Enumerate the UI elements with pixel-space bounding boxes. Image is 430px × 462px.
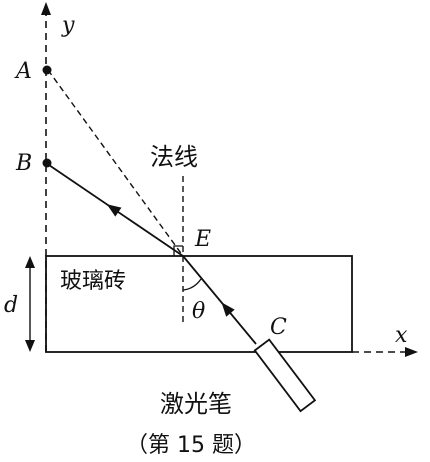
figure-caption: （第 15 题） xyxy=(126,433,256,458)
y-axis-arrowhead xyxy=(41,2,51,15)
right-angle-marker xyxy=(173,245,183,256)
laser-pen-label: 激光笔 xyxy=(160,390,232,418)
y-axis-label: y xyxy=(61,13,75,38)
glass-brick xyxy=(45,255,353,353)
incident-ray xyxy=(182,255,257,345)
refracted-ray-arrow xyxy=(106,204,122,217)
glass-brick-label: 玻璃砖 xyxy=(60,269,126,294)
x-axis-label: x xyxy=(395,323,408,348)
point-b-label: B xyxy=(15,151,32,176)
extension-line-a-e xyxy=(47,69,184,257)
point-b-dot xyxy=(42,158,52,168)
thickness-label: d xyxy=(4,293,18,318)
angle-label: θ xyxy=(192,299,205,324)
thickness-arrow-top xyxy=(25,256,35,268)
point-c-label: C xyxy=(270,315,287,340)
angle-arc xyxy=(182,278,202,291)
point-a-label: A xyxy=(14,59,32,84)
incident-ray-arrow xyxy=(221,302,235,317)
thickness-arrow-bottom xyxy=(25,340,35,352)
point-e-label: E xyxy=(194,227,211,252)
x-axis-arrowhead xyxy=(405,347,418,357)
point-a-dot xyxy=(42,65,52,75)
normal-label: 法线 xyxy=(150,143,198,171)
laser-pen xyxy=(253,338,317,413)
